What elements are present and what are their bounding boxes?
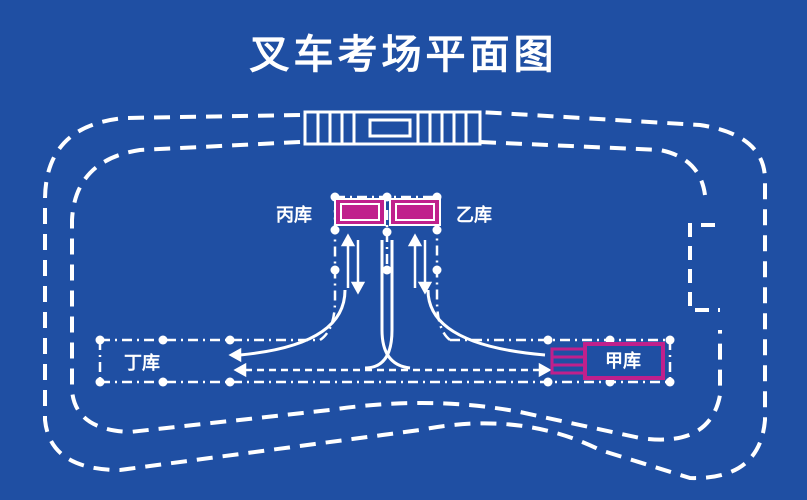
right-notch-boundary — [688, 223, 720, 312]
direction-arrows — [228, 233, 552, 378]
outer-track-boundary — [43, 110, 767, 481]
garage-yi-box — [389, 198, 441, 226]
garage-ding-label: 丁库 — [124, 353, 160, 374]
entrance-gate — [303, 110, 482, 146]
garage-bing-label: 丙库 — [276, 205, 312, 226]
garage-jia-label: 甲库 — [605, 351, 641, 372]
page-title: 叉车考场平面图 — [249, 32, 558, 78]
garage-jia-box — [550, 342, 665, 380]
garage-bing-box — [334, 198, 386, 226]
garage-yi-label: 乙库 — [456, 205, 492, 226]
boundary-marker-dots — [95, 192, 675, 387]
driving-route — [239, 240, 546, 370]
inner-track-boundary — [70, 140, 722, 442]
